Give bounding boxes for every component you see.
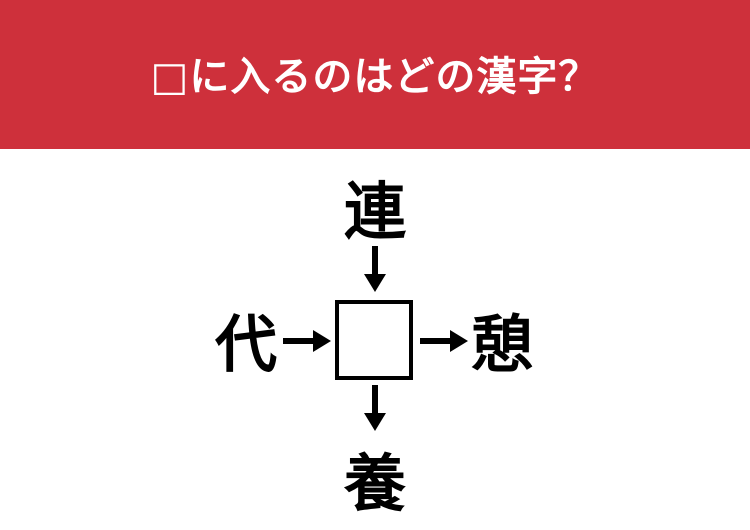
arrow-down-icon xyxy=(364,385,386,431)
top-kanji: 連 xyxy=(343,175,406,248)
header-banner: □に入るのはどの漢字？ xyxy=(0,0,750,149)
question-title: □に入るのはどの漢字？ xyxy=(150,53,600,100)
blank-answer-box xyxy=(335,300,413,380)
left-kanji: 代 xyxy=(214,308,277,381)
right-kanji: 憩 xyxy=(470,308,533,381)
arrow-right-icon xyxy=(420,330,468,352)
arrow-right-icon xyxy=(283,330,331,352)
arrow-down-icon xyxy=(364,246,386,292)
bottom-kanji: 養 xyxy=(343,447,406,520)
